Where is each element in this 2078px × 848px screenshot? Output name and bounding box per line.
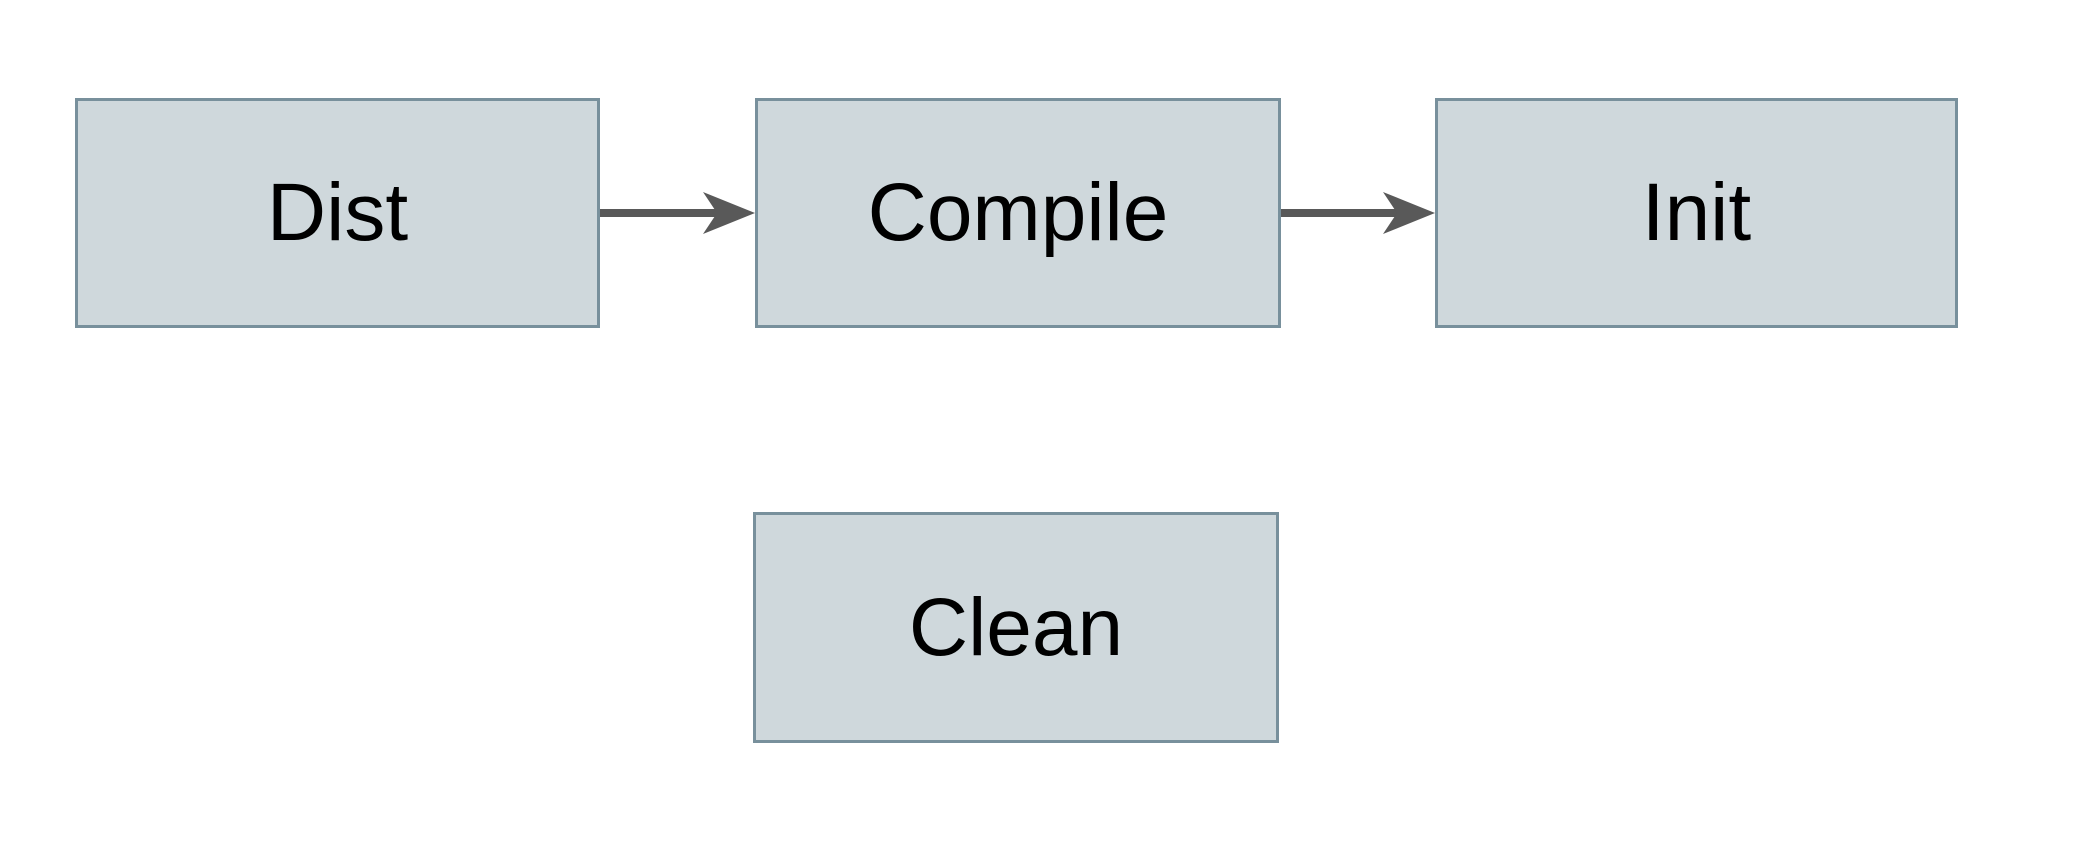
node-compile-label: Compile bbox=[867, 167, 1169, 258]
node-dist-label: Dist bbox=[266, 167, 409, 258]
node-init-label: Init bbox=[1641, 167, 1752, 258]
arrowhead-right-icon bbox=[703, 192, 755, 234]
node-clean-label: Clean bbox=[908, 581, 1124, 673]
node-compile: Compile bbox=[755, 98, 1281, 328]
arrowhead-right-icon bbox=[1383, 192, 1435, 234]
node-dist: Dist bbox=[75, 98, 600, 328]
node-clean: Clean bbox=[753, 512, 1279, 743]
arrow-dist-to-compile bbox=[600, 192, 755, 234]
node-init: Init bbox=[1435, 98, 1958, 328]
arrow-compile-to-init bbox=[1281, 192, 1435, 234]
